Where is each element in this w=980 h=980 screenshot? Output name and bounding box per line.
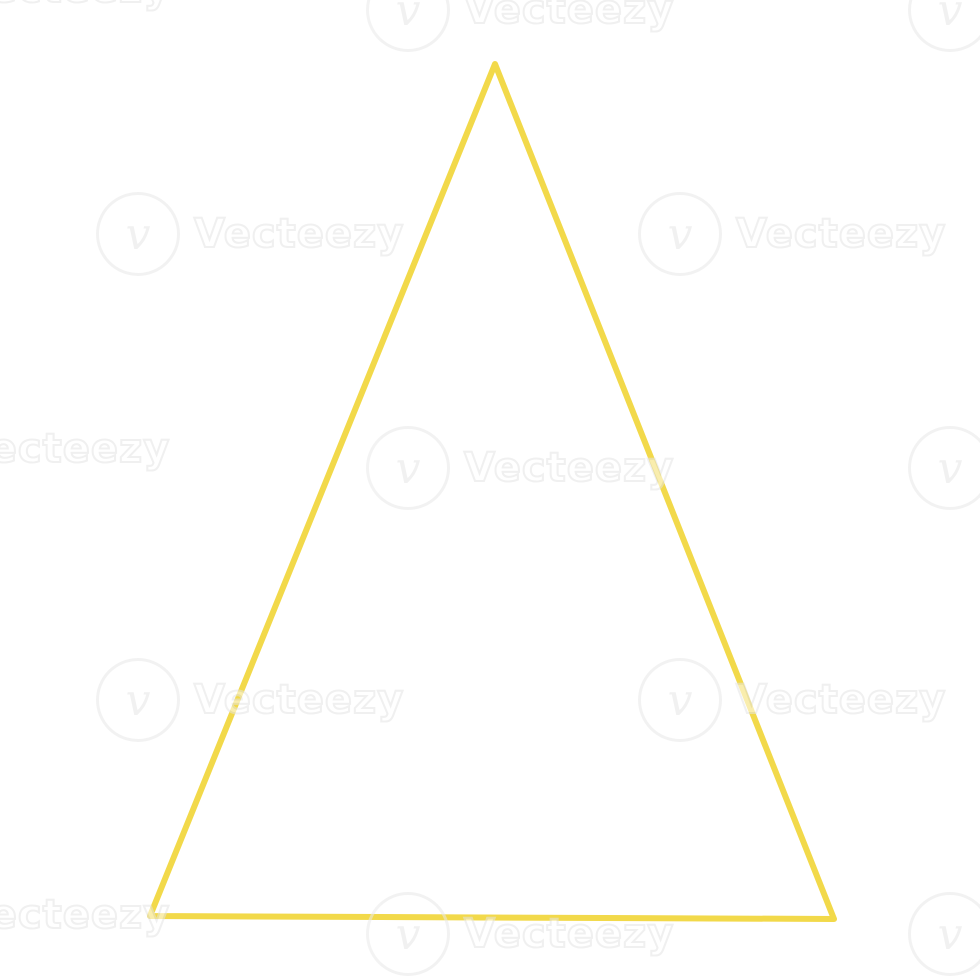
triangle-outline	[147, 61, 837, 922]
